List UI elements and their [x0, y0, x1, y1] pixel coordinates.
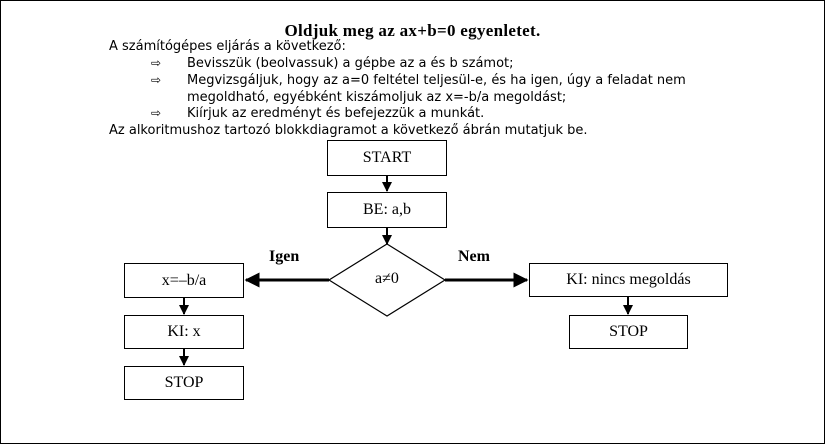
bullet-item-1: Bevisszük (beolvassuk) a gépbe az a és b… — [187, 56, 514, 71]
bullet-arrow-icon: ⇨ — [151, 56, 162, 70]
bullet-arrow-icon: ⇨ — [151, 73, 162, 87]
compute-box: x=–b/a — [124, 263, 244, 298]
decision-condition: a≠0 — [375, 270, 399, 287]
decision-diamond — [327, 243, 447, 317]
no-solution-box: KI: nincs megoldás — [529, 263, 728, 297]
no-branch-label: Nem — [458, 248, 490, 265]
output-x-box: KI: x — [124, 315, 244, 349]
input-box: BE: a,b — [327, 192, 447, 228]
bullet-arrow-icon: ⇨ — [151, 106, 162, 120]
outro-text: Az alkoritmushoz tartozó blokkdiagramot … — [109, 123, 588, 138]
page-title: Oldjuk meg az ax+b=0 egyenletet. — [284, 21, 541, 40]
bullet-item-2: Megvizsgáljuk, hogy az a=0 feltétel telj… — [187, 73, 686, 88]
bullet-item-3: Kiírjuk az eredményt és befejezzük a mun… — [187, 106, 485, 121]
start-box: START — [327, 140, 447, 176]
intro-text: A számítógépes eljárás a következő: — [109, 39, 346, 54]
stop-right-box: STOP — [569, 315, 688, 349]
yes-branch-label: Igen — [269, 248, 300, 265]
stop-left-box: STOP — [124, 366, 244, 400]
bullet-item-2-continued: megoldható, egyébként kiszámoljuk az x=-… — [187, 90, 567, 105]
